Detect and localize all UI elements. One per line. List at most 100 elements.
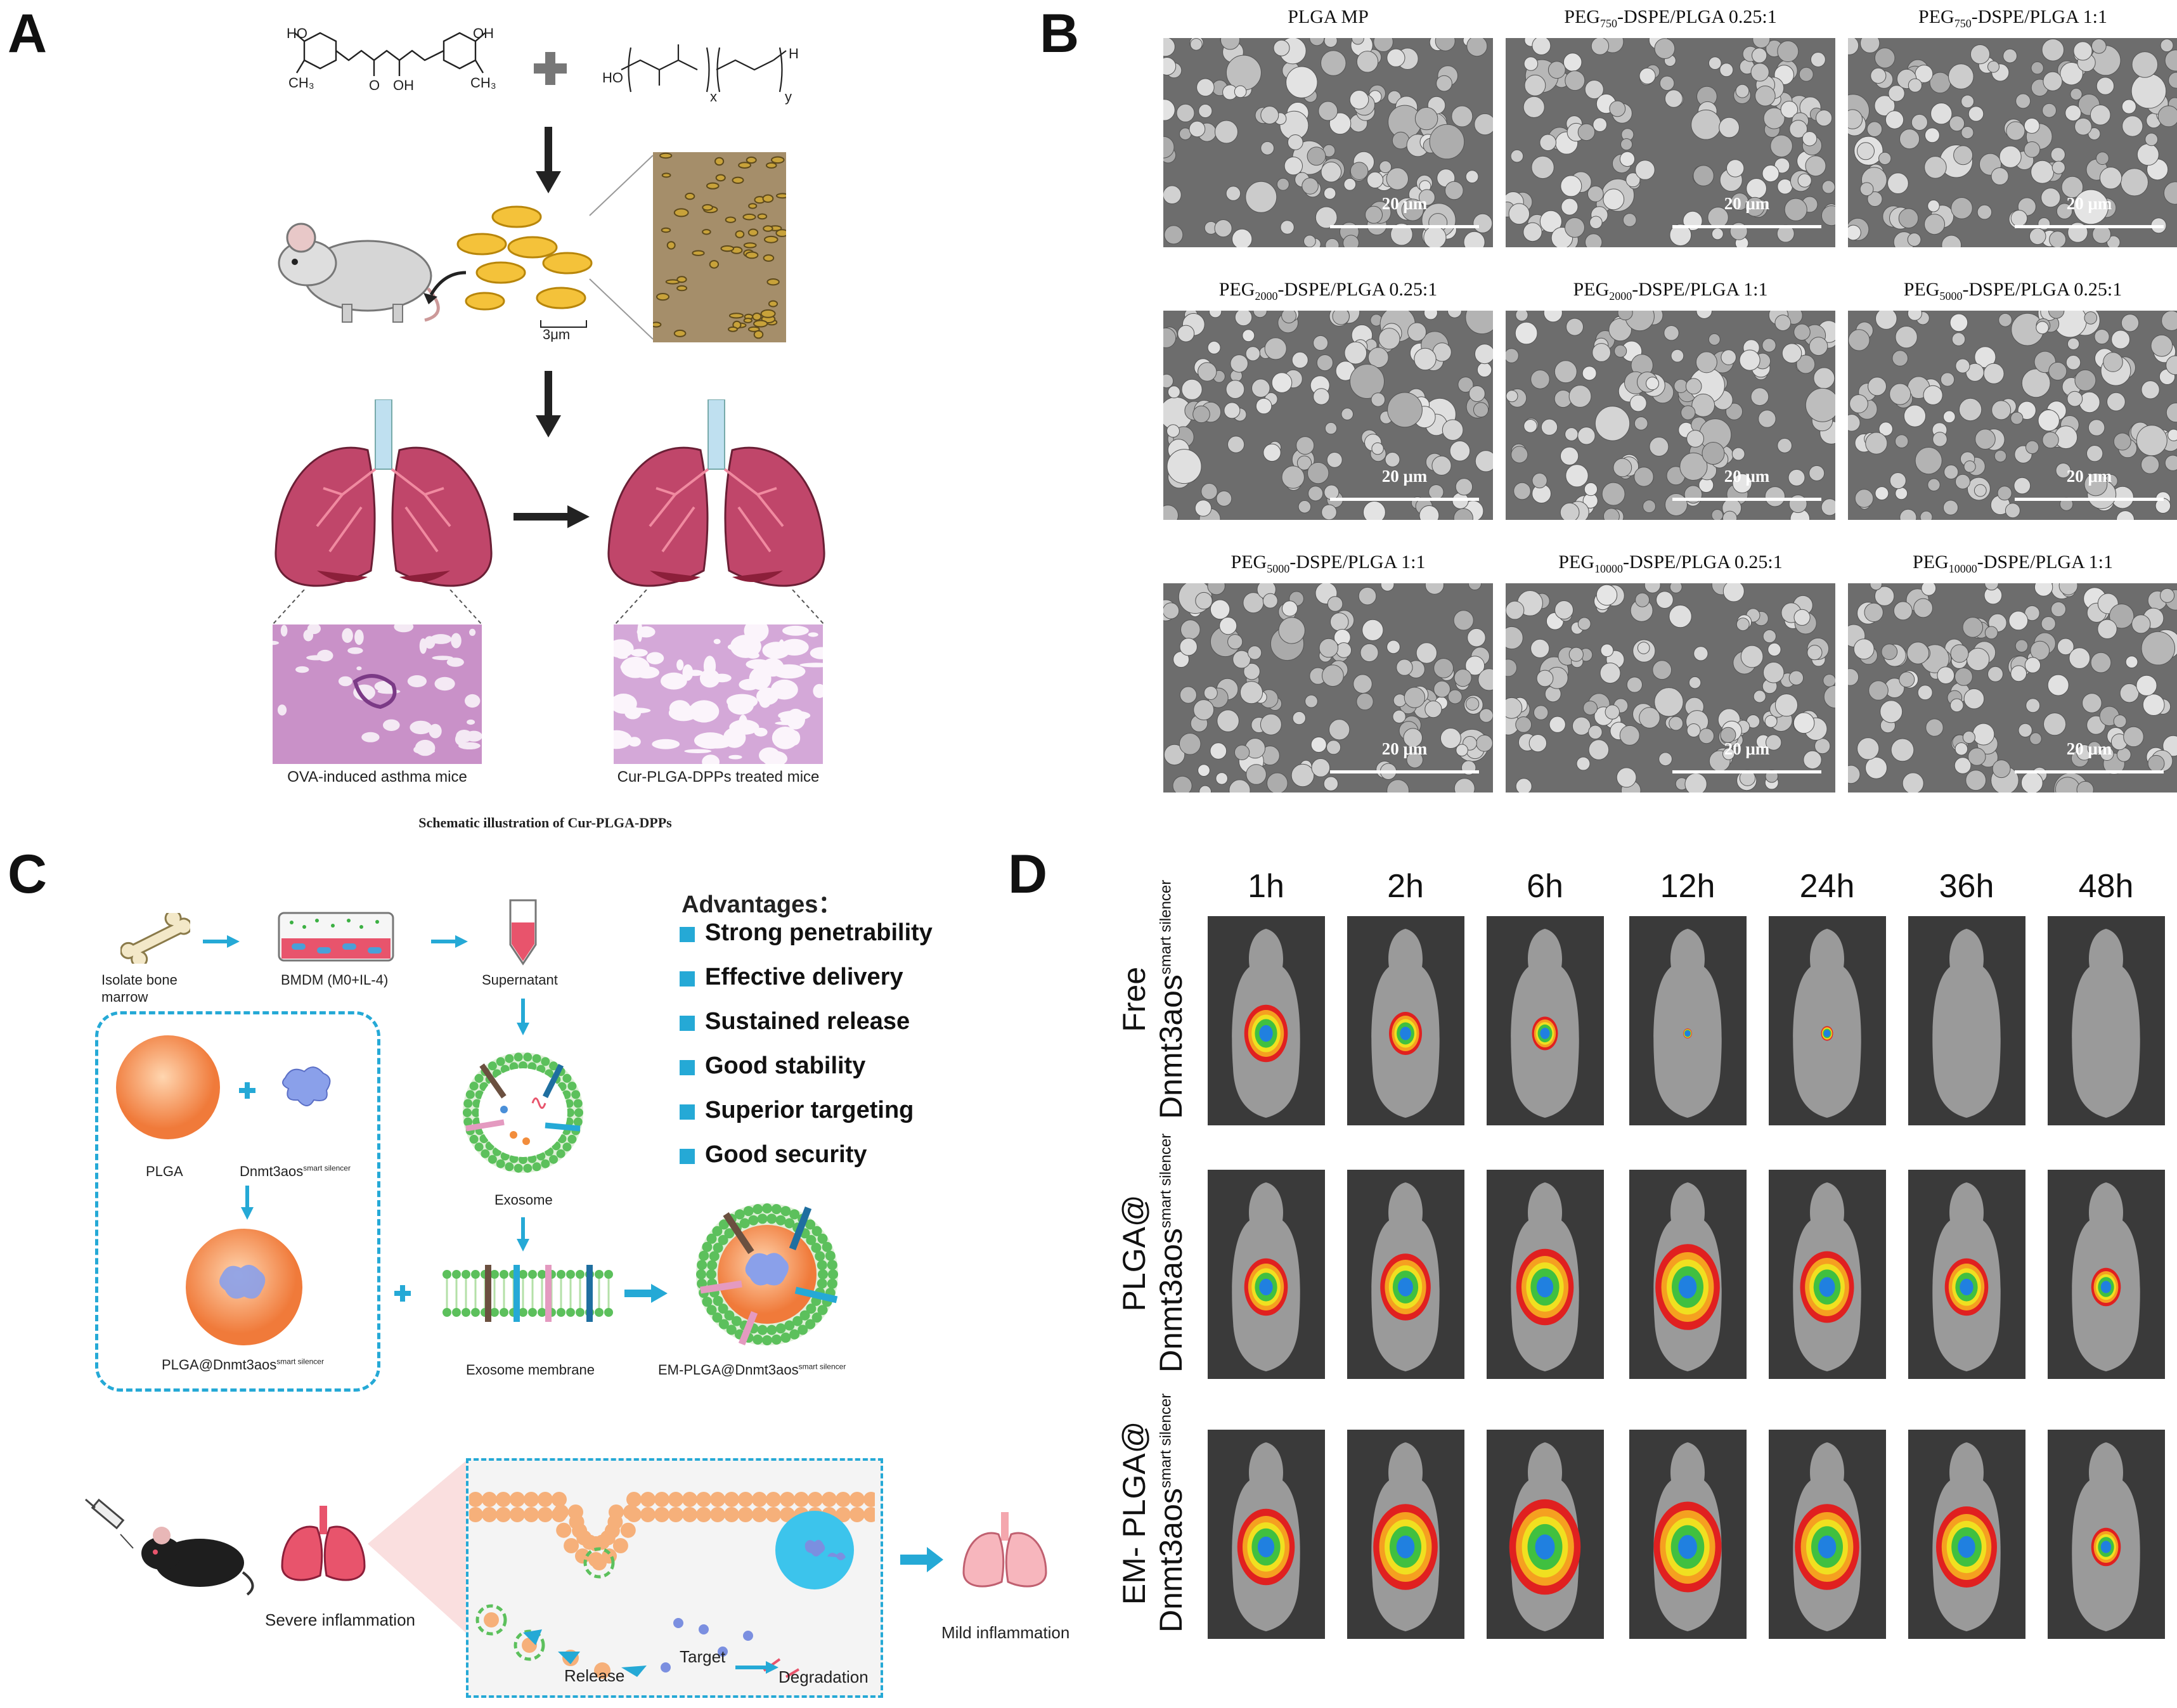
advantage-item: Good security [705,1141,867,1168]
mouse-signal [1371,929,1440,1118]
sem-particles [1848,583,2177,793]
scale-bar: 20 μm [1672,194,1821,233]
release-label: Release [564,1666,625,1685]
arrow-right-icon [514,505,590,528]
degradation-label: Degradation [778,1667,869,1686]
mouse-signal [1653,1442,1722,1631]
scale-bar: 20 μm [1330,467,1479,506]
dnmt-label: Dnmt3aossmart silencer [240,1163,351,1179]
scale-bar: 20 μm [2015,739,2164,779]
particle-micrograph [653,152,786,342]
mouse-image [1629,1430,1747,1639]
mild-inflammation-label: Mild inflammation [941,1623,1070,1642]
mouse-signal [1509,1442,1581,1631]
advantage-bullet [680,1104,695,1120]
plga-sphere-icon [116,1035,220,1139]
mouse-image [1908,1430,2025,1639]
histology-treated [614,624,823,764]
plga-dnmt-label: PLGA@Dnmt3aossmart silencer [162,1357,324,1373]
mouse-signal [1793,1182,1861,1371]
mouse-signal [1232,1442,1300,1631]
panel-label-a: A [8,3,48,64]
scale-bar: 20 μm [1672,739,1821,779]
advantage-bullet [680,1016,695,1031]
sem-particles [1163,583,1493,793]
arrow-down-icon-c5 [241,1186,254,1220]
arrow-down-icon-2 [536,371,561,437]
zoom-lines [589,155,654,340]
particle-scale-label: 3μm [543,327,571,342]
supernatant-label: Supernatant [482,972,558,988]
sem-title: PEG5000-DSPE/PLGA 1:1 [1231,552,1426,575]
mouse-image [1347,1430,1464,1639]
mouse-signal [1932,1442,2001,1631]
inflammation-rays [368,1458,469,1636]
chem-x: x [710,89,717,105]
sem-particles [1506,38,1835,247]
plus-icon-c2 [394,1285,411,1302]
chem-h: H [789,46,799,61]
panel-a-caption: Schematic illustration of Cur-PLGA-DPPs [418,815,672,831]
mouse-signal [1511,929,1579,1118]
mouse-image [1208,916,1325,1125]
exosome-membrane-icon [443,1265,613,1322]
exosome-membrane-label: Exosome membrane [466,1362,595,1378]
sem-image: 20 μm [1163,311,1493,520]
inflamed-lungs-icon [281,1506,366,1581]
syringe-icon [85,1498,134,1549]
arrow-down-icon [536,127,561,193]
chem-oh-right: OH [473,25,494,41]
advantage-bullet [680,971,695,987]
scale-bar: 20 μm [1330,739,1479,779]
mouse-signal [1371,1182,1440,1371]
row-label: EM- PLGA@Dnmt3aossmart silencer [1116,1393,1189,1633]
sem-image: 20 μm [1506,311,1835,520]
sem-image: 20 μm [1506,38,1835,247]
petri-dish-icon [278,912,394,962]
curved-arrow-icon [423,271,467,304]
time-label: 48h [2078,868,2134,905]
mouse-signal [1793,1442,1861,1631]
panel-label-d: D [1008,844,1048,905]
mouse-signal [1932,1182,2001,1371]
plga-loaded-sphere-icon [186,1229,302,1345]
advantage-item: Superior targeting [705,1097,914,1123]
label-asthma-mice: OVA-induced asthma mice [287,768,467,786]
arrow-right-icon-c6 [624,1284,668,1303]
mouse-image [1629,1170,1747,1379]
sem-title: PEG10000-DSPE/PLGA 0.25:1 [1558,552,1783,575]
sem-title: PEG750-DSPE/PLGA 1:1 [1918,6,2107,30]
sem-image: 20 μm [1506,583,1835,793]
advantage-item: Sustained release [705,1008,910,1035]
chem-y: y [785,89,792,105]
sem-image: 20 μm [1848,38,2177,247]
time-label: 36h [1939,868,1994,905]
silencer-icon [282,1066,331,1106]
scale-bar: 20 μm [2015,467,2164,506]
mouse-image [1908,916,2025,1125]
tube-icon [509,899,537,966]
mouse-signal [1932,929,2001,1118]
plga-disc-particles [456,205,593,311]
plus-icon-c [239,1082,255,1099]
mouse-image [1347,1170,1464,1379]
advantage-item: Strong penetrability [705,919,933,946]
em-plga-icon [696,1203,838,1346]
sem-particles [1506,583,1835,793]
em-plga-label: EM-PLGA@Dnmt3aossmart silencer [658,1362,846,1378]
mouse-image [1487,1170,1604,1379]
sem-title: PEG5000-DSPE/PLGA 0.25:1 [1903,279,2122,302]
panel-label-b: B [1040,3,1080,64]
mouse-image [2048,1170,2165,1379]
plga-label: PLGA [146,1163,183,1179]
sem-title: PEG750-DSPE/PLGA 0.25:1 [1564,6,1777,30]
advantage-item: Effective delivery [705,964,903,990]
bone-icon [120,913,190,964]
sem-title: PLGA MP [1288,6,1369,27]
mouse-signal [2072,1182,2140,1371]
scale-bracket [540,320,587,328]
chem-oh-mid: OH [393,77,414,93]
advantages-title: Advantages： [682,891,843,918]
plga-loading-box [95,1011,380,1392]
